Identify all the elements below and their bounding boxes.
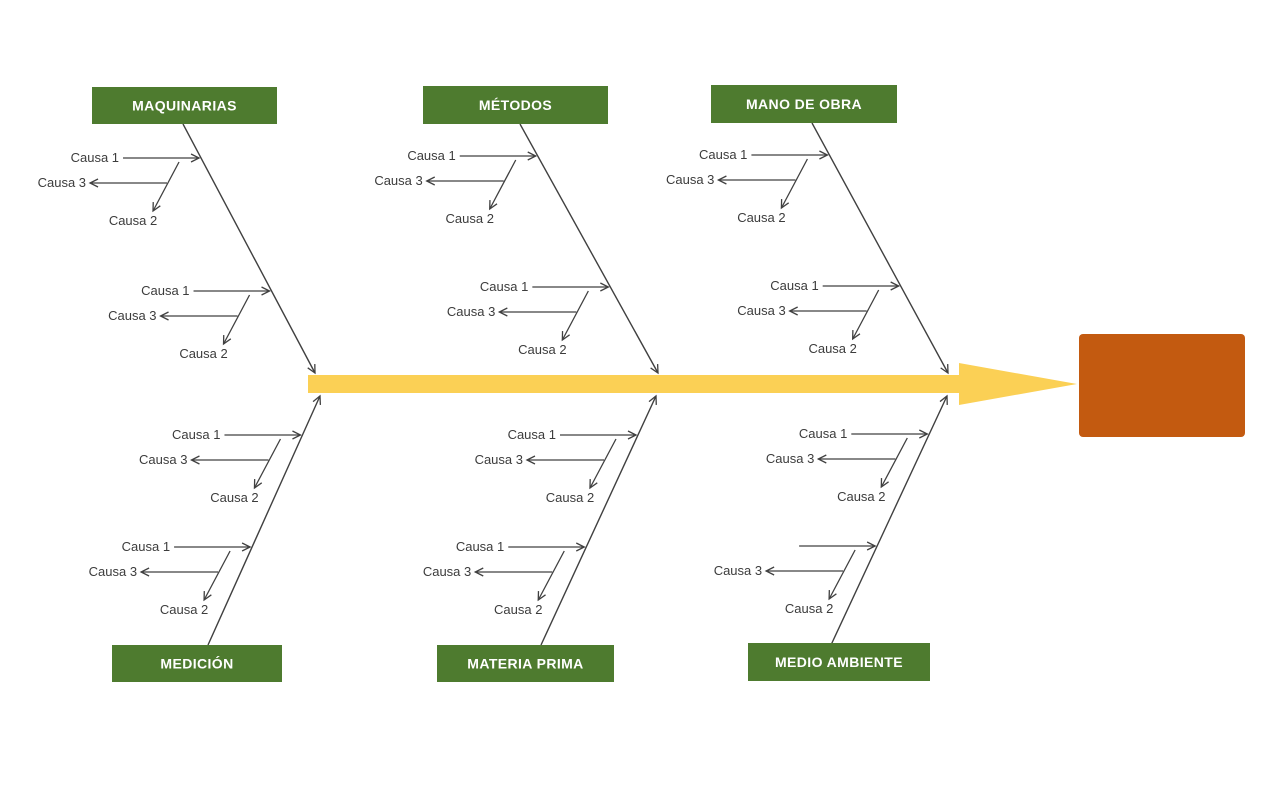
cause2-arrow-5-0	[880, 437, 908, 489]
category-box-4	[437, 645, 614, 682]
cause1-label-1-1: Causa 1	[480, 279, 528, 294]
cause2-label-5-0: Causa 2	[837, 489, 885, 504]
cause2-label-0-1: Causa 2	[179, 346, 227, 361]
spine-arrowhead	[959, 363, 1077, 405]
cause2-arrow-2-0	[780, 158, 808, 210]
cause3-label-5-1: Causa 3	[714, 563, 762, 578]
cause2-arrow-0-0	[152, 161, 180, 213]
cause2-label-4-0: Causa 2	[546, 490, 594, 505]
cause3-label-4-1: Causa 3	[423, 564, 471, 579]
cause2-label-1-1: Causa 2	[518, 342, 566, 357]
cause2-arrow-3-1	[203, 550, 231, 602]
category-label-0: MAQUINARIAS	[132, 98, 237, 114]
bone-4	[540, 394, 657, 646]
cause2-arrow-4-0	[589, 438, 617, 490]
cause1-label-4-0: Causa 1	[508, 427, 556, 442]
cause1-label-4-1: Causa 1	[456, 539, 504, 554]
cause2-arrow-3-0	[253, 438, 282, 490]
cause1-label-1-0: Causa 1	[407, 148, 455, 163]
cause3-label-0-1: Causa 3	[108, 308, 156, 323]
bone-0	[182, 123, 316, 375]
cause3-label-5-0: Causa 3	[766, 451, 814, 466]
cause2-arrow-2-1	[851, 289, 880, 341]
category-box-3	[112, 645, 282, 682]
cause1-label-2-0: Causa 1	[699, 147, 747, 162]
cause2-arrow-0-1	[222, 294, 251, 346]
bone-2	[811, 122, 949, 375]
category-label-3: MEDICIÓN	[160, 655, 233, 672]
cause2-label-3-1: Causa 2	[160, 602, 208, 617]
cause2-label-3-0: Causa 2	[210, 490, 258, 505]
cause2-label-2-1: Causa 2	[808, 341, 856, 356]
cause1-label-3-0: Causa 1	[172, 427, 220, 442]
category-label-4: MATERIA PRIMA	[467, 656, 583, 672]
cause2-label-4-1: Causa 2	[494, 602, 542, 617]
cause2-arrow-1-1	[561, 290, 589, 342]
cause3-label-2-0: Causa 3	[666, 172, 714, 187]
cause3-label-4-0: Causa 3	[475, 452, 523, 467]
cause2-arrow-1-0	[489, 159, 517, 211]
cause2-arrow-5-1	[828, 549, 856, 601]
cause2-label-2-0: Causa 2	[737, 210, 785, 225]
cause3-label-2-1: Causa 3	[737, 303, 785, 318]
cause2-label-1-0: Causa 2	[446, 211, 494, 226]
effect-box	[1079, 334, 1245, 437]
bone-1	[519, 123, 659, 375]
category-box-2	[711, 85, 897, 123]
cause1-label-2-1: Causa 1	[770, 278, 818, 293]
category-label-5: MEDIO AMBIENTE	[775, 654, 903, 670]
category-box-5	[748, 643, 930, 681]
spine-bar	[308, 375, 969, 393]
cause2-label-0-0: Causa 2	[109, 213, 157, 228]
category-label-1: MÉTODOS	[479, 97, 552, 113]
cause1-label-0-1: Causa 1	[141, 283, 189, 298]
cause3-label-1-0: Causa 3	[374, 173, 422, 188]
cause3-label-3-0: Causa 3	[139, 452, 187, 467]
cause2-label-5-1: Causa 2	[785, 601, 833, 616]
cause3-label-1-1: Causa 3	[447, 304, 495, 319]
category-label-2: MANO DE OBRA	[746, 96, 862, 112]
cause1-label-5-0: Causa 1	[799, 426, 847, 441]
category-box-1	[423, 86, 608, 124]
cause1-label-3-1: Causa 1	[122, 539, 170, 554]
bone-3	[207, 394, 322, 646]
cause3-label-0-0: Causa 3	[38, 175, 86, 190]
cause2-arrow-4-1	[537, 550, 565, 602]
category-box-0	[92, 87, 277, 124]
cause1-label-0-0: Causa 1	[71, 150, 119, 165]
cause3-label-3-1: Causa 3	[89, 564, 137, 579]
